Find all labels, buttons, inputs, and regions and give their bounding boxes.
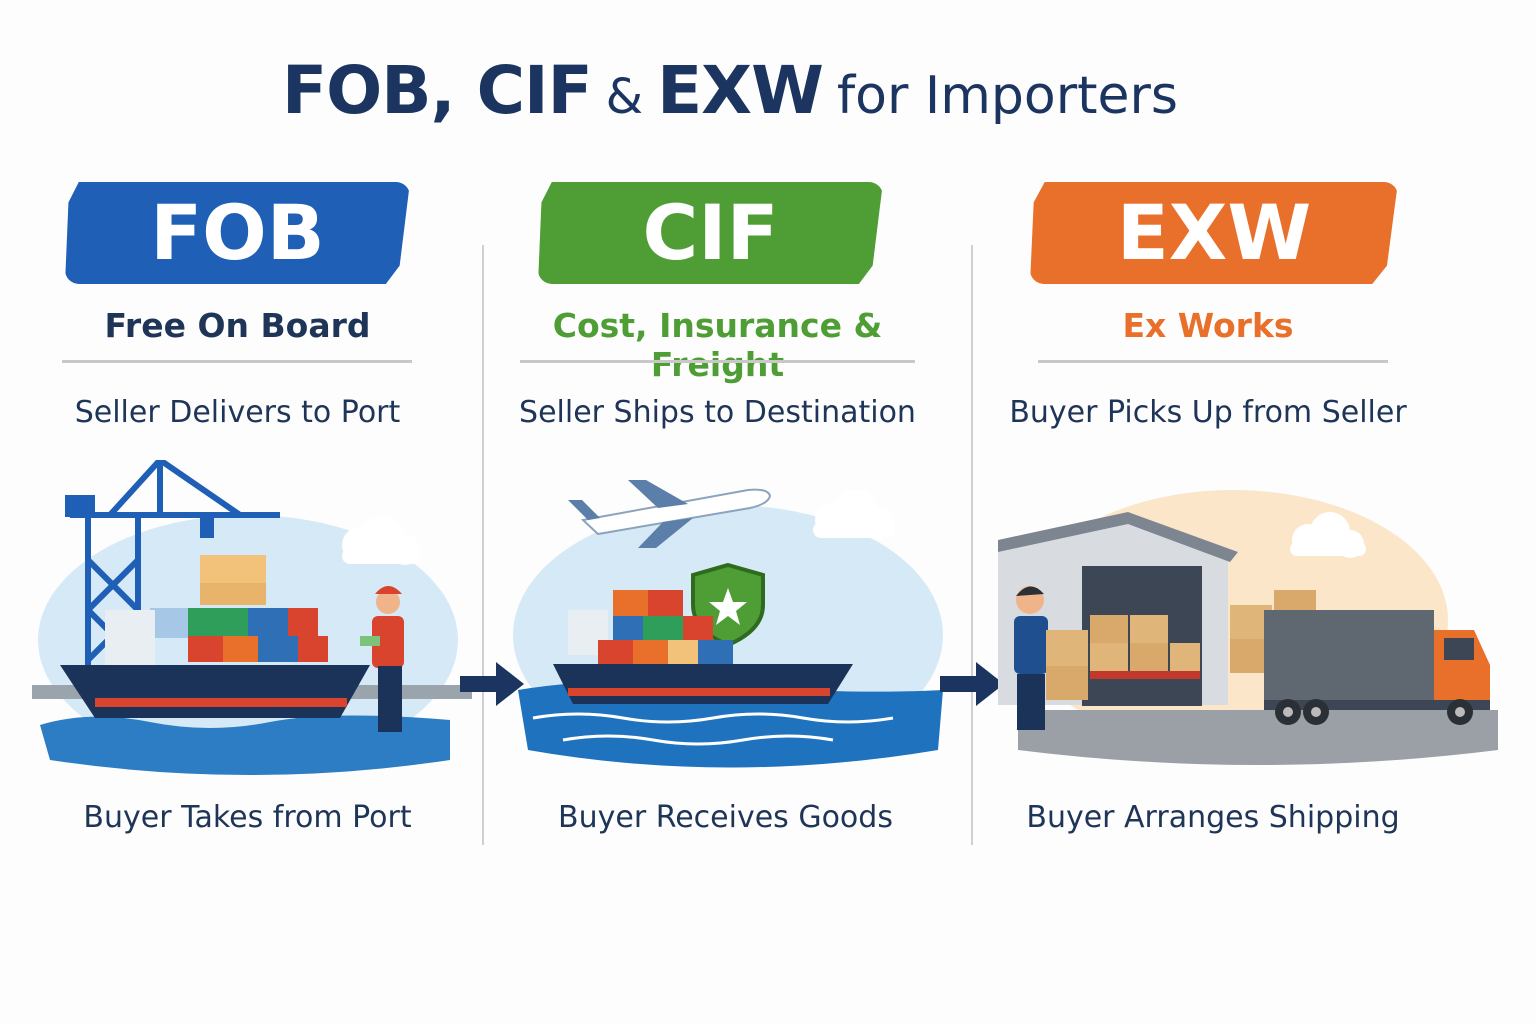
title-terms-1: FOB, CIF bbox=[282, 52, 593, 129]
arrow-right-icon bbox=[940, 662, 1004, 706]
exw-banner bbox=[1030, 182, 1398, 284]
port-ship-illustration bbox=[32, 460, 472, 775]
dock-worker bbox=[360, 586, 404, 732]
fob-code: FOB bbox=[150, 188, 325, 277]
fob-full-name: Free On Board bbox=[104, 306, 371, 345]
title-ampersand: & bbox=[605, 69, 644, 125]
exw-code: EXW bbox=[1116, 188, 1312, 277]
fob-rule bbox=[62, 360, 412, 363]
exw-footer: Buyer Arranges Shipping bbox=[1026, 800, 1400, 835]
title-suffix: for Importers bbox=[836, 66, 1178, 126]
cif-banner bbox=[538, 182, 883, 284]
exw-rule bbox=[1038, 360, 1388, 363]
exw-description: Buyer Picks Up from Seller bbox=[1009, 395, 1407, 430]
fob-banner bbox=[65, 182, 410, 284]
delivery-truck bbox=[1264, 610, 1490, 725]
cif-full-name: Cost, Insurance & Freight bbox=[552, 306, 883, 384]
fob-column: FOB Free On Board Seller Delivers to Por… bbox=[10, 180, 480, 860]
cif-code: CIF bbox=[642, 188, 779, 277]
buyer-person bbox=[1014, 586, 1088, 730]
cif-footer: Buyer Receives Goods bbox=[558, 800, 893, 835]
title-terms-2: EXW bbox=[657, 52, 824, 129]
cif-column: CIF Cost, Insurance & Freight Seller Shi… bbox=[488, 180, 958, 860]
exw-full-name: Ex Works bbox=[1122, 306, 1294, 345]
airplane bbox=[568, 480, 772, 548]
fob-footer: Buyer Takes from Port bbox=[83, 800, 412, 835]
exw-column: EXW Ex Works Buyer Picks Up from Seller bbox=[978, 180, 1498, 860]
column-divider-1 bbox=[482, 245, 484, 845]
warehouse-pickup-illustration bbox=[998, 490, 1498, 765]
column-divider-2 bbox=[971, 245, 973, 845]
cif-rule bbox=[520, 360, 915, 363]
sea-freight-illustration bbox=[513, 480, 943, 768]
cif-description: Seller Ships to Destination bbox=[519, 395, 916, 430]
arrow-right-icon bbox=[460, 662, 524, 706]
fob-description: Seller Delivers to Port bbox=[74, 395, 401, 430]
